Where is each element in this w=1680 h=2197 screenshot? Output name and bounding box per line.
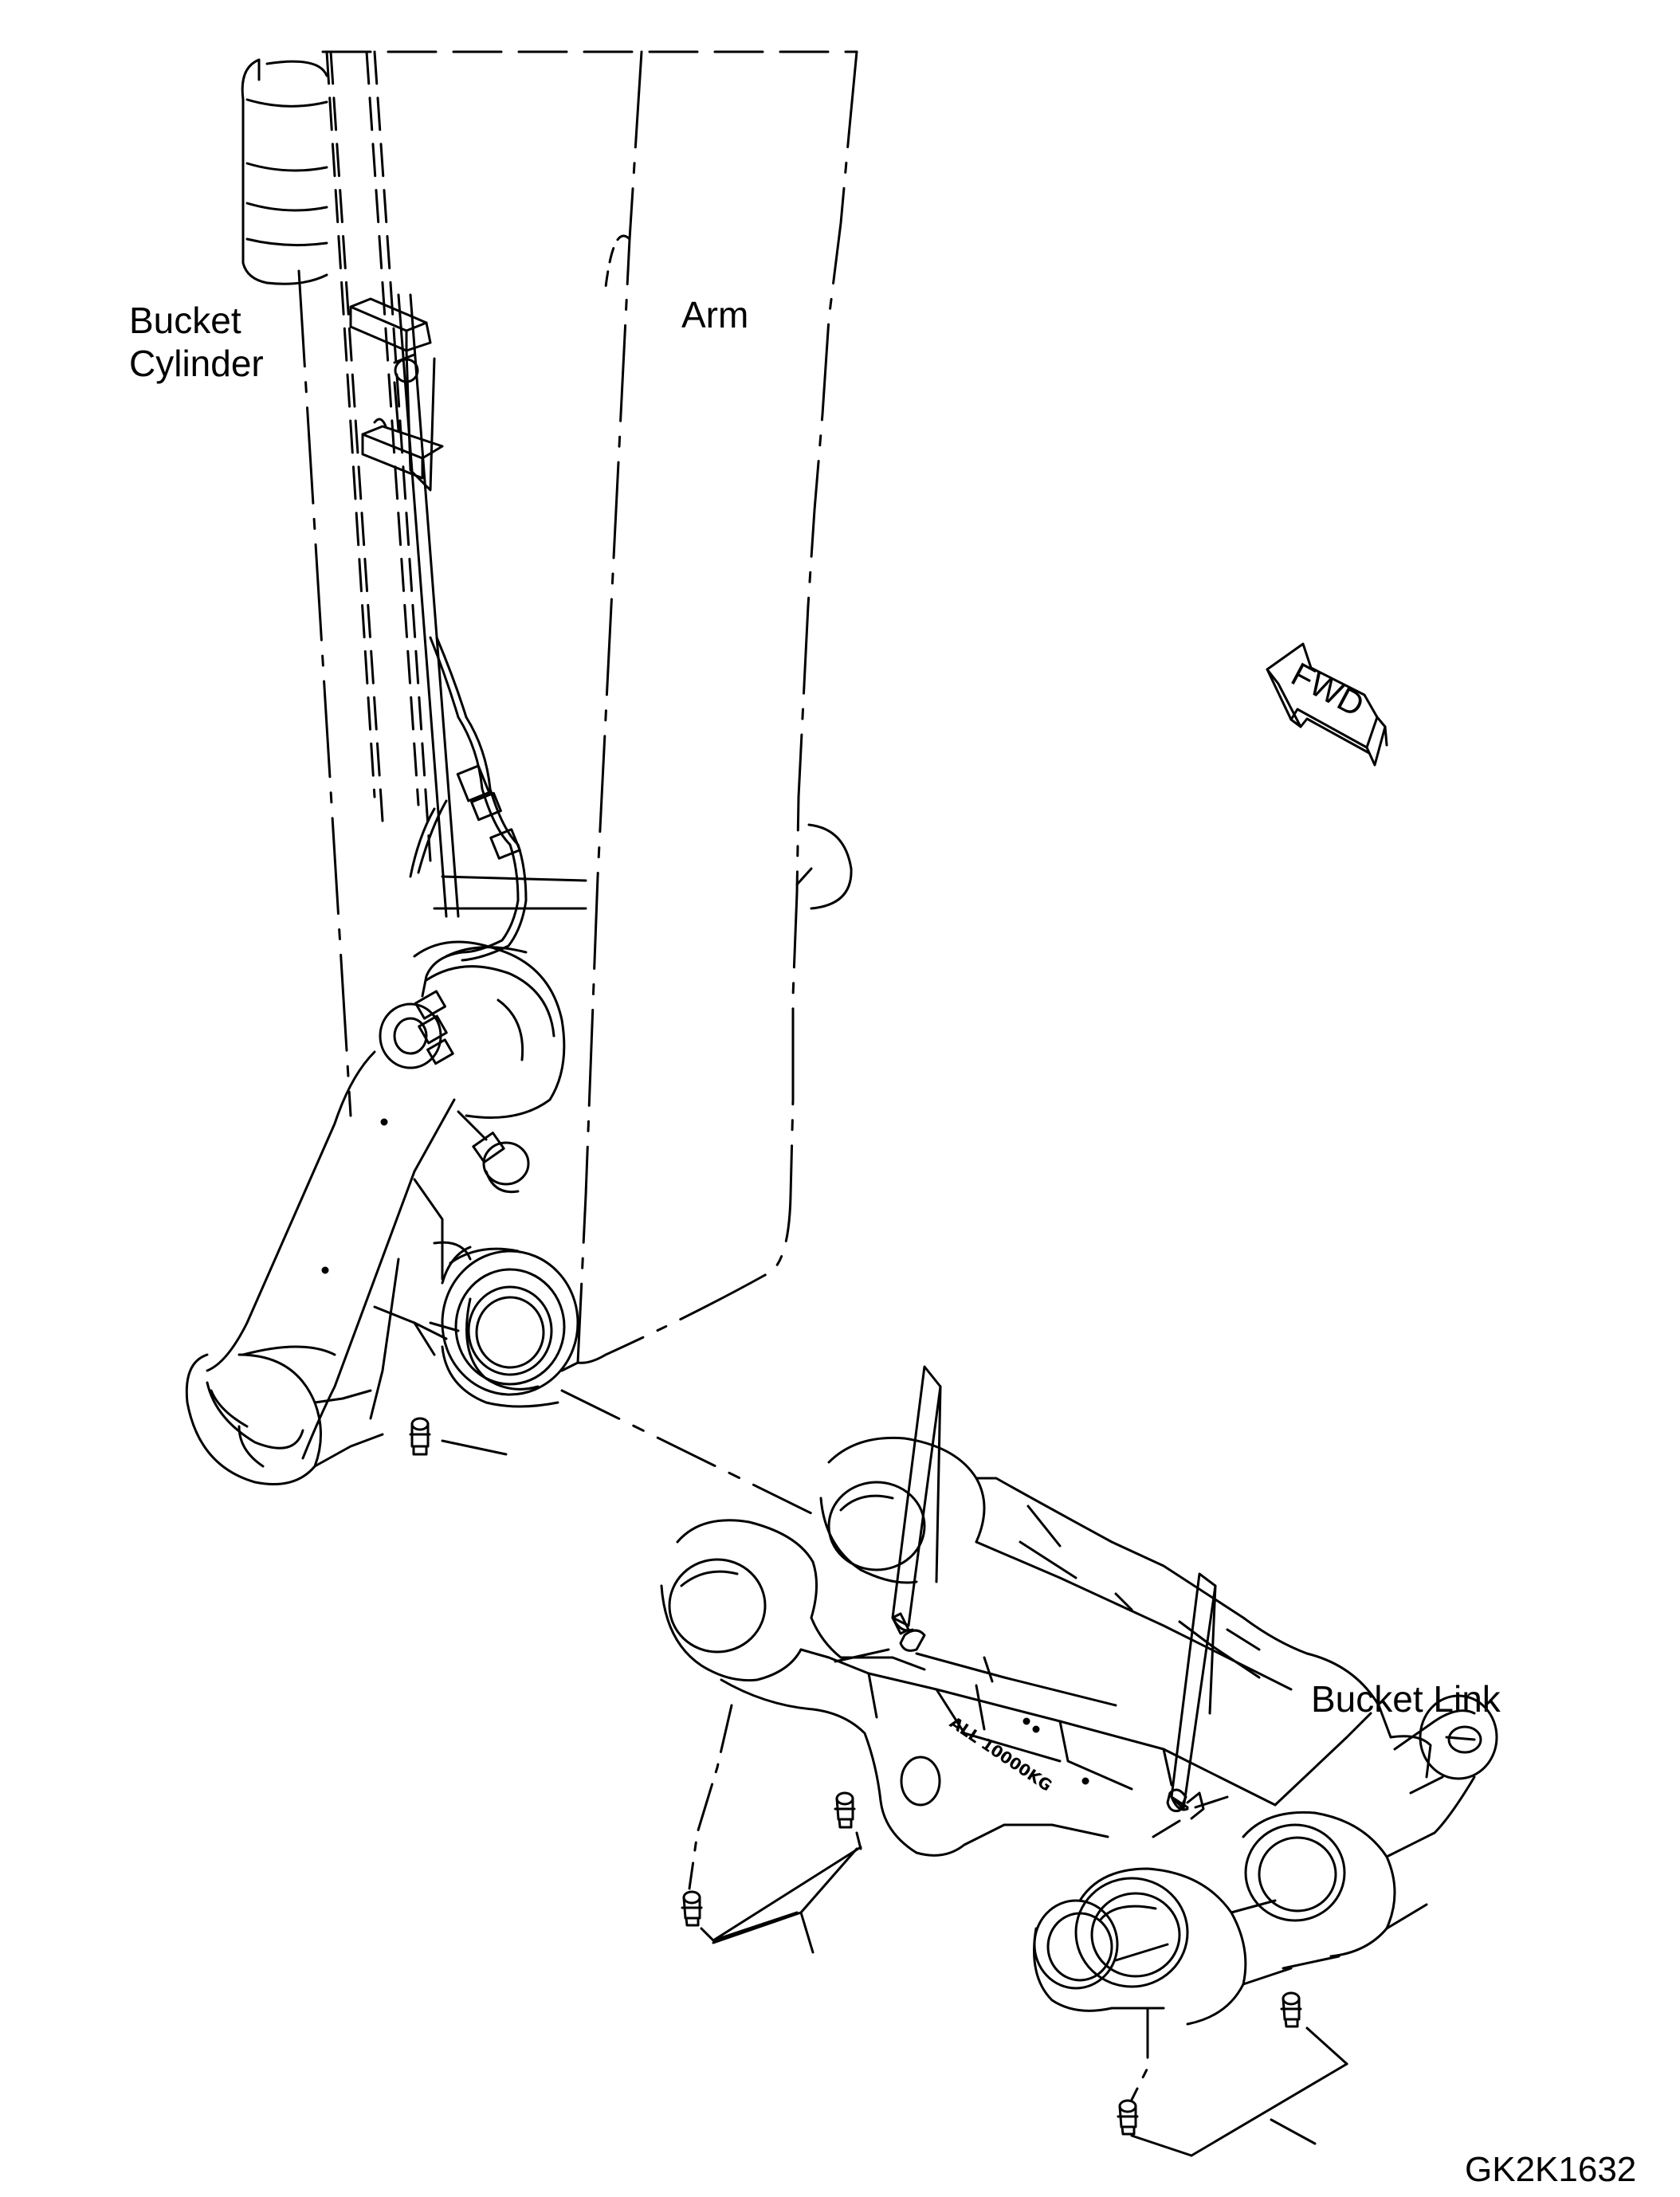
bucket-link: ALL 10000KG bbox=[660, 1436, 1498, 2026]
pipe-clamp bbox=[457, 1110, 530, 1194]
arm-link bbox=[185, 1050, 472, 1485]
hose-bracket bbox=[349, 297, 444, 492]
leader-lines bbox=[688, 1704, 1348, 2157]
drawing-code: GK2K1632 bbox=[1465, 2150, 1637, 2189]
arm-outline bbox=[297, 50, 858, 1372]
identification-tags bbox=[891, 1365, 1217, 1811]
cylinder-rod-end bbox=[379, 940, 566, 1119]
grease-fitting-icon bbox=[409, 1417, 508, 1456]
pin-centerline bbox=[560, 1389, 814, 1516]
grease-fitting-icon bbox=[681, 1612, 1302, 2136]
fwd-label: FWD bbox=[1286, 655, 1371, 724]
bucket-cylinder-label: Bucket Cylinder bbox=[129, 299, 264, 385]
bucket-cylinder-label-line1: Bucket bbox=[129, 300, 241, 341]
arm-tip-boss bbox=[429, 1246, 579, 1408]
arm-label: Arm bbox=[681, 294, 749, 335]
bucket-link-label: Bucket Link bbox=[1311, 1678, 1501, 1720]
bucket-cylinder bbox=[241, 58, 328, 285]
grease-hose bbox=[409, 636, 528, 998]
fwd-arrow-icon: FWD bbox=[1266, 642, 1388, 767]
bucket-cylinder-label-line2: Cylinder bbox=[129, 343, 264, 384]
